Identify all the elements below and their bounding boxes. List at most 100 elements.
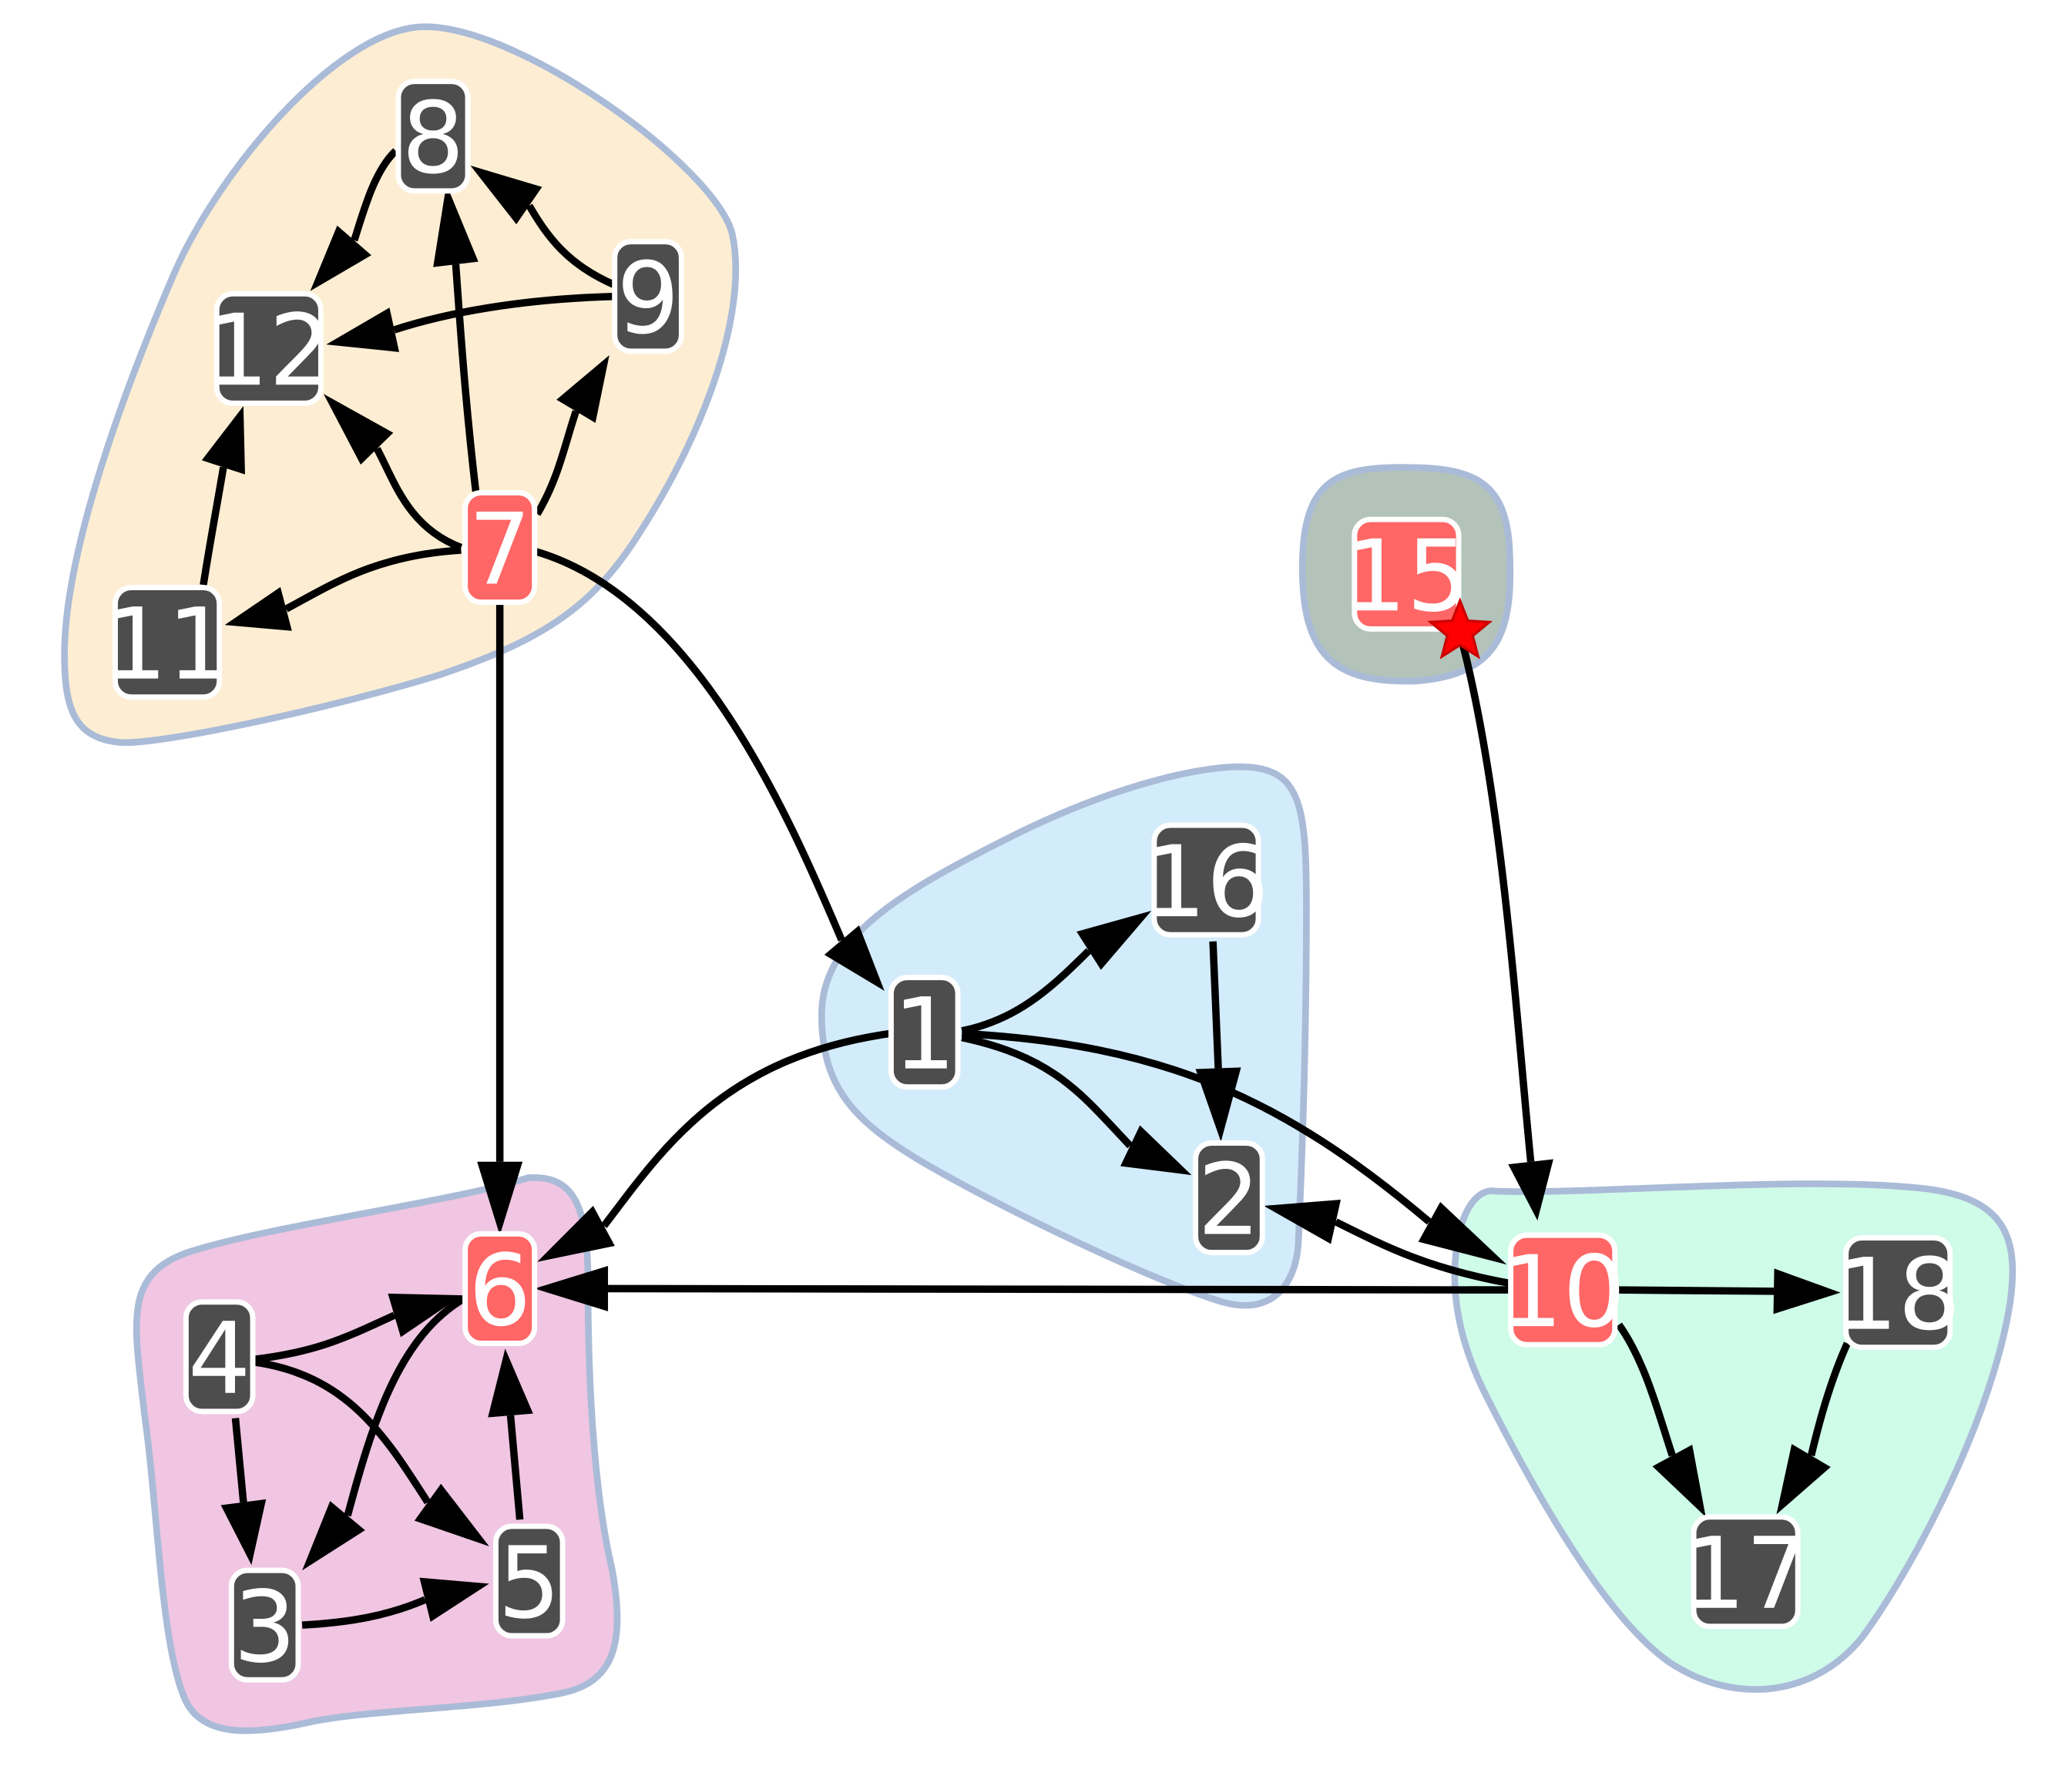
edge-line [284, 546, 462, 613]
edge-1-to-2 [961, 1033, 1192, 1176]
node-box [612, 239, 684, 354]
arrowhead [414, 1483, 489, 1546]
node-10[interactable]: 10 [1500, 1232, 1626, 1350]
node-1[interactable]: 1 [888, 975, 961, 1093]
edge-4-to-3 [220, 1418, 267, 1566]
node-box [462, 1230, 538, 1346]
edge-line [601, 1029, 891, 1228]
edge-7-to-1 [535, 548, 885, 991]
node-label: 5 [498, 1526, 561, 1641]
edge-line [231, 1418, 247, 1503]
edge-10-to-6 [534, 1265, 1510, 1311]
edge-9-to-8 [470, 165, 615, 288]
edge-line [344, 1294, 468, 1517]
cluster-bottom-left [133, 1174, 621, 1734]
node-8[interactable]: 8 [395, 79, 471, 196]
node-label: 18 [1835, 1238, 1961, 1353]
arrowhead [537, 1205, 615, 1262]
arrowhead [1508, 1159, 1553, 1221]
edge-9-to-12 [326, 292, 614, 352]
node-box [888, 975, 961, 1090]
edge-line [961, 1033, 1133, 1149]
node-15[interactable]: 15 [1344, 516, 1493, 660]
node-18[interactable]: 18 [1835, 1235, 1961, 1353]
edge-line [254, 1311, 396, 1364]
arrowhead [1076, 910, 1152, 970]
node-11[interactable]: 11 [105, 585, 230, 703]
edge-line [301, 1596, 427, 1629]
edge-line [393, 292, 614, 334]
node-box [1193, 1140, 1265, 1256]
node-box [493, 1523, 566, 1639]
edge-16-to-2 [1195, 941, 1241, 1142]
node-label: 8 [401, 82, 465, 196]
edge-line [608, 1284, 1510, 1294]
edge-line [506, 1415, 524, 1520]
node-label: 9 [616, 242, 680, 357]
edge-5-to-6 [488, 1348, 533, 1520]
arrowhead [556, 355, 610, 423]
edge-line [526, 203, 615, 288]
node-label: 2 [1197, 1143, 1261, 1258]
node-box [1352, 516, 1462, 632]
node-label: 16 [1143, 825, 1269, 940]
edge-line [254, 1358, 432, 1505]
node-label: 7 [468, 493, 532, 608]
arrowhead [1195, 1067, 1241, 1142]
edge-7-to-12 [323, 394, 463, 552]
node-3[interactable]: 3 [228, 1567, 301, 1685]
node-label: 10 [1500, 1235, 1626, 1350]
arrowhead [534, 1265, 609, 1311]
node-5[interactable]: 5 [493, 1523, 566, 1641]
edge-line [452, 264, 480, 492]
edge-4-to-6 [254, 1293, 463, 1364]
node-17[interactable]: 17 [1683, 1514, 1808, 1632]
arrowhead [470, 165, 542, 225]
node-2[interactable]: 2 [1193, 1140, 1265, 1258]
edge-7-to-8 [433, 184, 480, 492]
node-label: 17 [1683, 1517, 1808, 1632]
arrowhead [477, 1161, 523, 1236]
node-box [228, 1567, 301, 1683]
edge-line [1616, 1322, 1676, 1457]
edge-7-to-6 [477, 603, 523, 1236]
arrowhead [326, 307, 399, 352]
node-label: 11 [105, 588, 230, 703]
edge-line [961, 948, 1092, 1035]
node-box [1151, 822, 1261, 938]
edge-10-to-18 [1616, 1268, 1841, 1314]
node-12[interactable]: 12 [206, 290, 331, 408]
edges-layer [200, 148, 1851, 1629]
edge-line [1209, 941, 1222, 1069]
edge-line [535, 548, 845, 942]
edge-line [1616, 1286, 1775, 1295]
node-box [213, 290, 324, 406]
node-label: 4 [188, 1302, 251, 1417]
arrowhead [1776, 1444, 1831, 1515]
node-4[interactable]: 4 [183, 1299, 256, 1417]
edge-4-to-5 [254, 1358, 489, 1546]
star-icon [1427, 597, 1493, 660]
arrowhead [419, 1577, 489, 1622]
edge-6-to-3 [302, 1294, 468, 1571]
arrowhead [224, 586, 292, 631]
arrowhead [1120, 1125, 1192, 1176]
arrowhead [323, 394, 394, 465]
node-7[interactable]: 7 [462, 490, 538, 608]
node-16[interactable]: 16 [1143, 822, 1269, 940]
edge-line [1459, 643, 1535, 1163]
node-box [1508, 1232, 1618, 1348]
arrowhead [201, 405, 245, 475]
node-6[interactable]: 6 [462, 1230, 538, 1348]
edge-10-to-17 [1616, 1322, 1706, 1517]
node-9[interactable]: 9 [612, 239, 684, 357]
edge-18-to-17 [1776, 1341, 1851, 1515]
node-box [1691, 1514, 1801, 1630]
edge-line [351, 148, 398, 242]
node-label: 6 [468, 1234, 532, 1348]
edge-3-to-5 [301, 1577, 489, 1629]
arrowhead [433, 184, 479, 267]
node-box [462, 490, 538, 606]
